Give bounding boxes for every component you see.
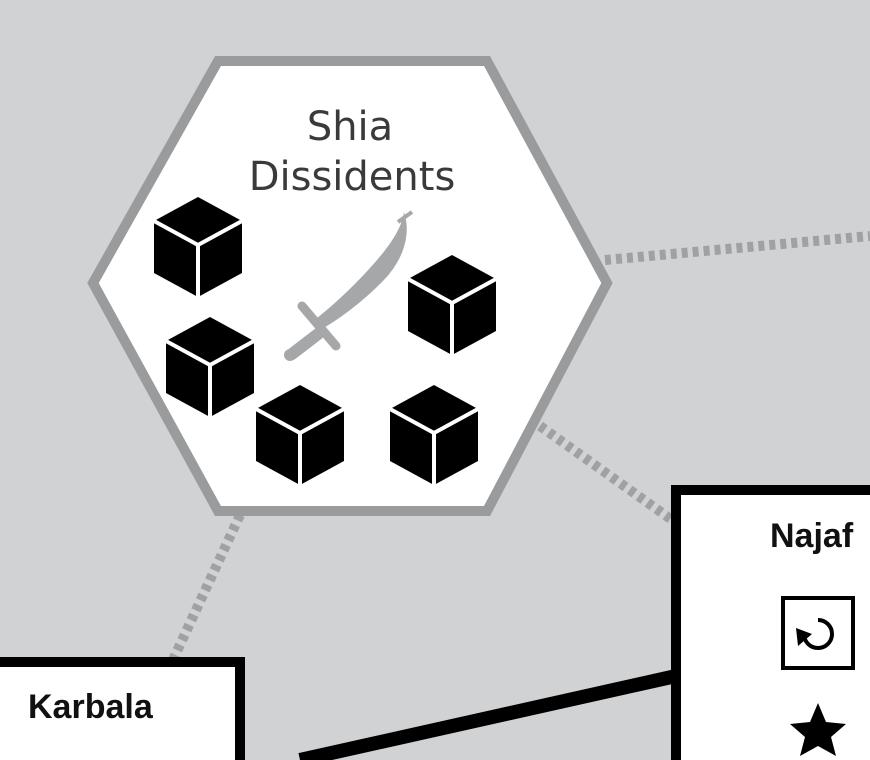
star-icon: [790, 703, 846, 756]
road-karbala-najaf: [298, 669, 678, 760]
connection-karbala: [167, 512, 245, 665]
city-najaf[interactable]: Najaf: [671, 485, 870, 760]
scimitar-icon: [284, 210, 414, 361]
cube-piece[interactable]: [153, 197, 243, 297]
cube-piece[interactable]: [407, 255, 497, 355]
faction-name-line2: Dissidents: [249, 154, 456, 200]
refresh-icon: [781, 596, 855, 670]
karbala-box: [0, 657, 245, 760]
city-najaf-label: Najaf: [770, 517, 854, 555]
connection-east: [604, 231, 870, 265]
faction-name-line1: Shia: [307, 104, 393, 150]
faction-space[interactable]: Shia Dissidents: [87, 56, 613, 516]
cube-piece[interactable]: [389, 385, 479, 485]
cube-piece[interactable]: [165, 317, 255, 417]
cube-piece[interactable]: [255, 385, 345, 485]
city-karbala-label: Karbala: [28, 688, 154, 726]
city-karbala[interactable]: Karbala: [0, 657, 245, 760]
connection-najaf: [537, 421, 675, 525]
